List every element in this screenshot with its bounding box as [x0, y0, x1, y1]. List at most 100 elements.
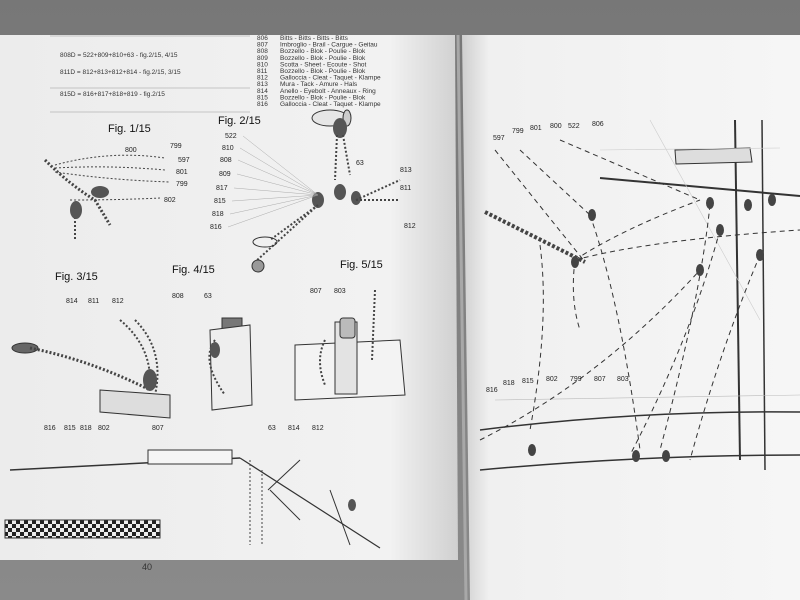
fig2-label: 811	[400, 185, 411, 192]
rigging-block	[756, 249, 764, 261]
table-row-desc: Mura - Tack - Amure - Hals	[280, 81, 358, 88]
rigging-bottom-label: 799	[570, 376, 582, 383]
rigging-top-label: 799	[512, 128, 524, 135]
fig1-label-799b: 799	[176, 181, 188, 188]
fig3-label-814: 814	[66, 298, 78, 305]
rigging-top-label: 522	[568, 123, 580, 130]
fig2-label: 816	[210, 224, 222, 231]
mast	[734, 119, 741, 461]
rigging-line	[529, 244, 544, 431]
table-row-code: 809	[257, 55, 268, 62]
fig3-label-812: 812	[112, 298, 124, 305]
rigging-bottom-label: 818	[503, 380, 515, 387]
table-row-desc: Scotta - Sheet - Ecoute - Shot	[280, 61, 367, 68]
book-gutter	[456, 34, 468, 600]
table-row-desc: Galloccia - Cleat - Taquet - Klampe	[280, 75, 381, 82]
fig1-label-801: 801	[176, 169, 188, 176]
rigging-line	[659, 204, 711, 451]
fig5-title: Fig. 5/15	[340, 259, 383, 271]
rigging-top-label: 597	[493, 135, 505, 142]
rigging-bottom-label: 815	[522, 378, 534, 385]
rigging-bottom-label: 802	[546, 376, 558, 383]
figure-1-15: Fig. 1/15 800 799 597 801 799 802	[43, 123, 190, 240]
table-ref-3: 815D = 816+817+818+819 - fig.2/15	[60, 91, 165, 98]
rigging-line	[519, 149, 591, 216]
fig1-title: Fig. 1/15	[108, 123, 151, 135]
rigging-block	[571, 256, 579, 268]
table-row-desc: Bitts - Bitts - Bitts - Bitts	[280, 35, 349, 42]
rigging-line	[479, 269, 701, 441]
deck-label: 812	[312, 425, 324, 432]
fig4-title: Fig. 4/15	[172, 264, 215, 276]
table-row-code: 811	[257, 68, 268, 75]
fig2-label: 812	[404, 223, 416, 230]
fig2-label: 813	[400, 167, 412, 174]
rigging-bottom-label: 816	[486, 387, 498, 394]
rigging-block	[632, 450, 640, 462]
fig4-label-808: 808	[172, 293, 184, 300]
fig1-label-800: 800	[125, 147, 137, 154]
fig2-label: 810	[222, 145, 234, 152]
deck-label: 816	[44, 425, 56, 432]
rigging-line	[559, 139, 701, 201]
deck-label: 802	[98, 425, 110, 432]
table-row-code: 810	[257, 61, 268, 68]
deck-label: 63	[268, 425, 276, 432]
rigging-line	[689, 254, 761, 461]
rigging-block	[528, 444, 536, 456]
fig2-label: 808	[220, 157, 232, 164]
table-row-desc: Bozzello - Blok - Poulie - Blok	[280, 55, 366, 62]
left-page	[0, 35, 458, 560]
figure-4-15: Fig. 4/15 808 63	[172, 264, 253, 411]
fig2-label: 63	[356, 160, 364, 167]
table-ref-2: 811D = 812+813+812+814 - fig.2/15, 3/15	[60, 69, 181, 76]
deck-label: 807	[152, 425, 164, 432]
fig5-label-803: 803	[334, 288, 346, 295]
spar	[484, 210, 586, 264]
yard	[599, 177, 800, 197]
fig2-title: Fig. 2/15	[218, 115, 261, 127]
table-ref-1: 808D = 522+809+810+63 - fig.2/15, 4/15	[60, 52, 178, 59]
fig2-label: 815	[214, 198, 226, 205]
rigging-bottom-label: 807	[594, 376, 606, 383]
rigging-line	[574, 229, 800, 261]
table-row-code: 816	[257, 101, 268, 108]
figure-3-15: Fig. 3/15 814 811 812	[11, 271, 171, 419]
table-row-desc: Galloccia - Cleat - Taquet - Klampe	[280, 101, 381, 108]
rigging-block	[716, 224, 724, 236]
fig2-label: 522	[225, 133, 237, 140]
mast-top	[674, 147, 753, 165]
fig2-label: 818	[212, 211, 224, 218]
fig2-label: 809	[219, 171, 231, 178]
fig1-label-799: 799	[170, 143, 182, 150]
rigging-top-label: 800	[550, 123, 562, 130]
rigging-top-label: 801	[530, 125, 542, 132]
table-row-code: 815	[257, 94, 268, 101]
rigging-line	[574, 199, 701, 261]
table-row-desc: Anello - Eyebolt - Anneaux - Ring	[280, 88, 376, 95]
table-row-code: 813	[257, 81, 268, 88]
figure-2-15: Fig. 2/15 522 810 808 809 817 815 818 816 63 813 8…	[210, 109, 416, 273]
fig1-label-802: 802	[164, 197, 176, 204]
table-row-desc: Bozzello - Blok - Poulie - Blok	[280, 48, 366, 55]
fig4-label-63: 63	[204, 293, 212, 300]
fig3-title: Fig. 3/15	[55, 271, 98, 283]
rigging-block	[706, 197, 714, 209]
rigging-line	[572, 259, 581, 331]
deck-label: 814	[288, 425, 300, 432]
table-row-code: 814	[257, 88, 268, 95]
table-row-code: 806	[257, 35, 268, 42]
fig3-label-811: 811	[88, 298, 99, 305]
fig5-label-807: 807	[310, 288, 322, 295]
fig2-label: 817	[216, 185, 228, 192]
rigging-line	[494, 149, 586, 263]
right-page	[462, 35, 800, 600]
figure-5-15: Fig. 5/15 807 803	[294, 259, 406, 401]
rigging-line	[629, 229, 721, 456]
rigging-block	[588, 209, 596, 221]
deck-label: 815	[64, 425, 76, 432]
